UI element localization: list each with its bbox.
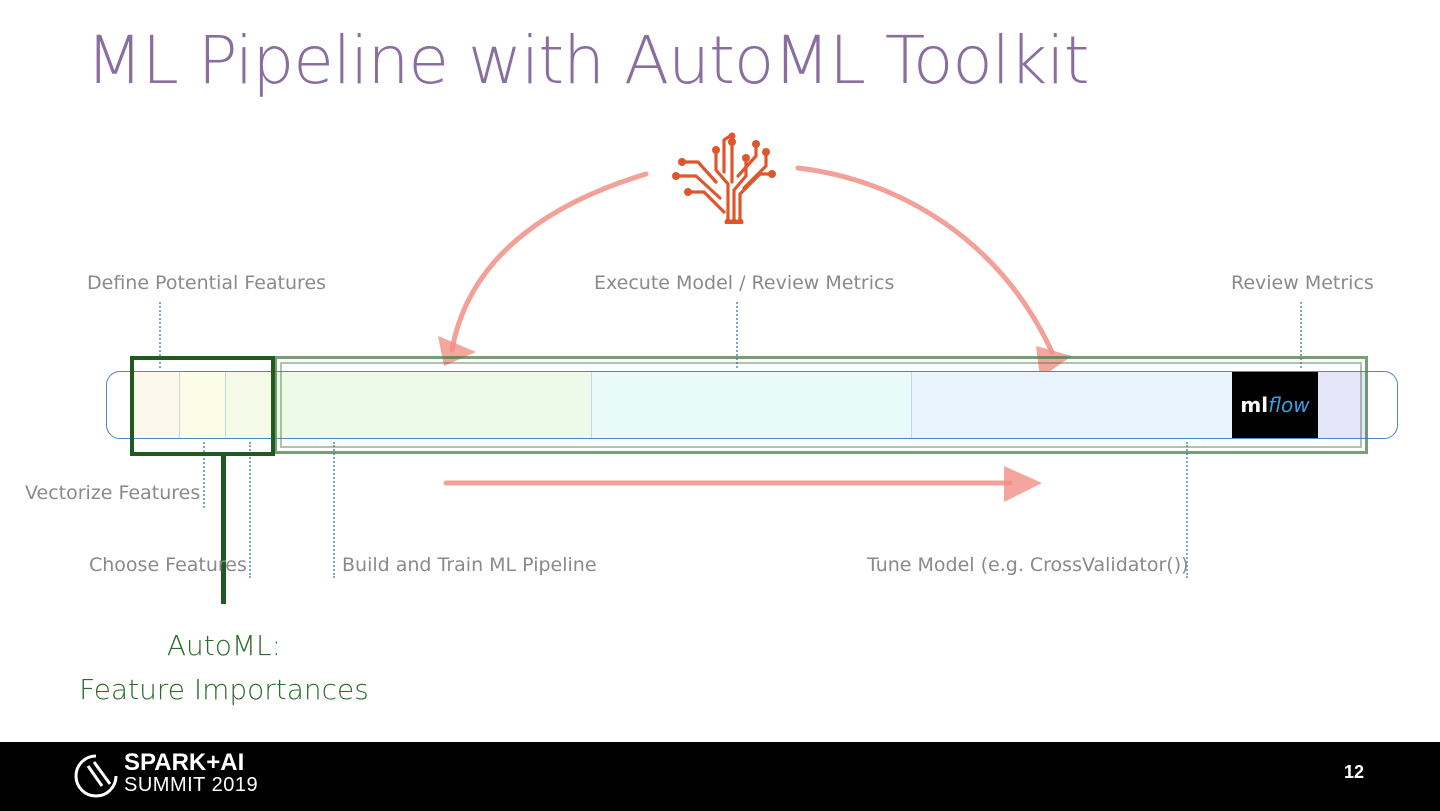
automl-feature-box (130, 356, 275, 456)
mlflow-logo-ml: ml (1240, 393, 1269, 417)
page-number: 12 (1343, 762, 1364, 782)
segment-choose (226, 371, 274, 439)
mlflow-logo-flow: flow (1268, 393, 1310, 417)
slide-title: ML Pipeline with AutoML Toolkit (86, 22, 1090, 99)
leader-execute (736, 302, 738, 368)
footer-bar: SPARK+AI SUMMIT 2019 12 (0, 742, 1440, 811)
model-loop-frame (274, 356, 1368, 454)
segment-define (133, 371, 180, 439)
left-curved-arrow (449, 171, 649, 353)
label-define-features: Define Potential Features (87, 272, 327, 294)
segment-execute (592, 371, 912, 439)
logo-line2: SUMMIT 2019 (124, 774, 259, 796)
automl-connector (221, 456, 226, 604)
leader-build (333, 442, 335, 578)
brain-circuit-icon (672, 132, 776, 224)
right-arrow-head (1036, 346, 1072, 378)
label-build-train: Build and Train ML Pipeline (342, 554, 597, 576)
logo-line1: SPARK+AI (124, 749, 245, 776)
segment-vectorize (180, 371, 226, 439)
label-choose-features: Choose Features (89, 554, 247, 576)
leader-review (1300, 302, 1302, 368)
automl-caption-line1: AutoML: (166, 629, 282, 662)
segment-build (274, 371, 592, 439)
leader-choose (249, 442, 251, 578)
spark-ai-summit-logo-text: SPARK+AI SUMMIT 2019 (124, 749, 259, 797)
label-tune-model: Tune Model (e.g. CrossValidator()) (867, 554, 1189, 576)
leader-vectorize (203, 442, 205, 508)
forward-arrow-head (1004, 466, 1042, 502)
label-review-metrics: Review Metrics (1231, 272, 1374, 294)
segment-tune (912, 371, 1232, 439)
automl-caption: AutoML: Feature Importances (76, 624, 372, 712)
automl-caption-line2: Feature Importances (79, 673, 369, 706)
leader-define (159, 302, 161, 368)
leader-tune (1186, 442, 1188, 578)
pipeline-bar (106, 371, 1398, 439)
label-vectorize-features: Vectorize Features (25, 482, 201, 504)
label-execute-review: Execute Model / Review Metrics (594, 272, 895, 294)
segment-review (1318, 371, 1368, 439)
spark-ai-summit-logo-icon (74, 754, 118, 798)
right-curved-arrow (795, 165, 1055, 355)
